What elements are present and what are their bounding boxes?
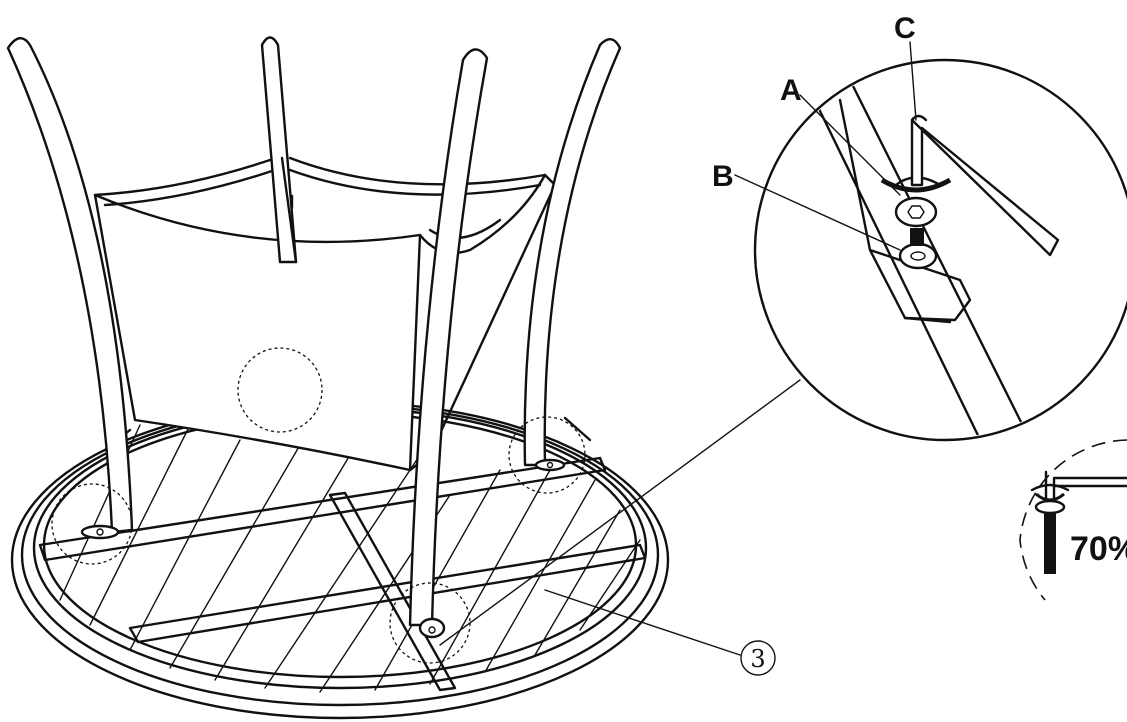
part-number-badge: 3 xyxy=(740,640,776,676)
leader-lines xyxy=(439,379,801,656)
torque-hint xyxy=(1019,439,1127,601)
torque-percent: 70% xyxy=(1070,530,1127,568)
chair-seat xyxy=(93,156,557,472)
table-frame-bars xyxy=(38,416,647,692)
table-slats xyxy=(59,424,641,693)
label-a: A xyxy=(780,74,802,107)
label-c: C xyxy=(894,12,916,45)
detail-zoom-circle xyxy=(753,58,1127,442)
allen-key-icon xyxy=(1030,470,1127,574)
part-number: 3 xyxy=(750,645,765,673)
chair-legs xyxy=(6,36,622,664)
label-leaders xyxy=(734,41,917,251)
label-b: B xyxy=(712,160,734,193)
